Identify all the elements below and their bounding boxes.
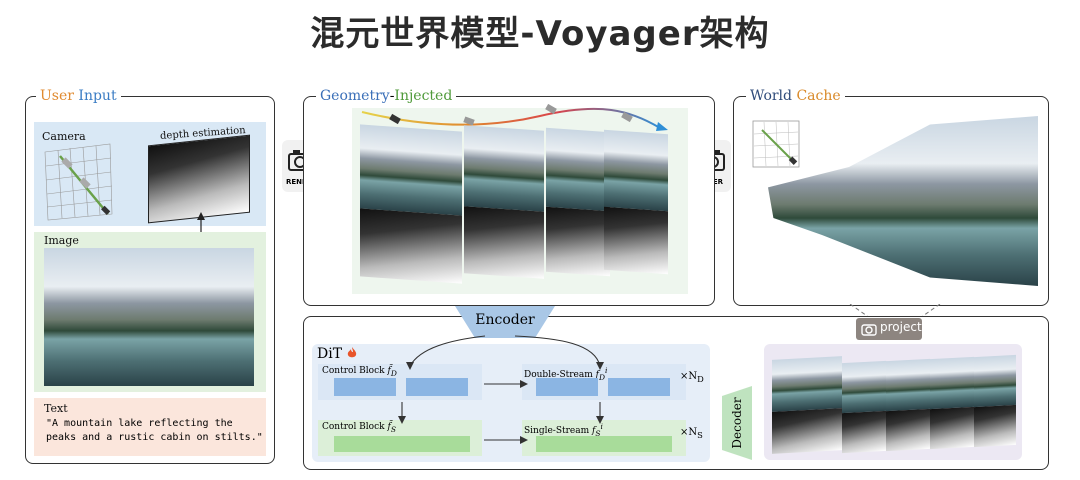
text-prompt-line-2: peaks and a rustic cabin on stilts." (46, 432, 263, 443)
control-block-top-label: Control Block f̃D (322, 366, 397, 378)
rendered-frame-1 (360, 124, 462, 284)
double-stream-symbol: f (595, 370, 599, 380)
world-cache-title: World Cache (746, 88, 845, 104)
decoder-label: Decoder (730, 397, 744, 449)
world-cache-title-world: World (750, 88, 797, 104)
dit-label: DiT (317, 346, 357, 362)
single-stream-sup: i (600, 422, 603, 431)
double-stream-sub: D (598, 372, 605, 382)
single-stream-sub: S (595, 428, 601, 438)
control-block-top-tensor-2 (406, 378, 468, 396)
output-frame-3 (886, 358, 930, 452)
rendered-frame-2 (464, 125, 544, 279)
control-block-bottom-sub: S (390, 424, 396, 434)
text-label: Text (44, 402, 68, 415)
decoder-block (722, 386, 752, 460)
text-section (34, 398, 266, 456)
world-cache-title-cache: Cache (796, 88, 841, 104)
single-stream-symbol: f (592, 426, 596, 436)
double-stream-tensor-2 (608, 378, 670, 396)
encoder-block (455, 306, 555, 338)
geometry-injected-title: Geometry-Injected (316, 88, 457, 104)
single-stream-tensor (536, 436, 672, 452)
user-input-title-input: Input (78, 88, 117, 104)
output-frame-2 (842, 360, 886, 454)
double-stream-sup: i (604, 366, 608, 375)
project-label: project (880, 320, 922, 334)
double-stream-text: Double-Stream (524, 370, 593, 380)
mountain-lake-photo (44, 248, 254, 386)
camera-trajectory-inset-icon (752, 120, 800, 168)
page-title: 混元世界模型-Voyager架构 (310, 14, 770, 54)
camera-trajectory-arrow (361, 104, 668, 131)
control-block-top-symbol: f̃ (387, 366, 391, 376)
depth-map-image (148, 134, 250, 224)
control-block-top-text: Control Block (322, 366, 385, 376)
control-block-top-sub: D (390, 368, 397, 378)
control-block-bottom-label: Control Block f̃S (322, 422, 396, 434)
control-block-bottom-text: Control Block (322, 422, 385, 432)
camera-icon (861, 324, 877, 336)
geometry-title-injected: Injected (394, 88, 453, 104)
single-stream-label: Single-Stream fSi (524, 422, 603, 438)
output-frame-5 (974, 354, 1016, 448)
text-prompt-line-1: "A mountain lake reflecting the (46, 418, 233, 429)
camera-label: Camera (42, 130, 86, 143)
user-input-title: User Input (36, 88, 121, 104)
control-block-bottom-tensor (334, 436, 470, 452)
multiplier-top: ×ND (680, 371, 704, 384)
camera-trajectory-icon (44, 143, 113, 221)
image-label: Image (44, 234, 79, 247)
output-frame-4 (930, 356, 974, 450)
user-input-title-user: User (40, 88, 79, 104)
rendered-frame-3 (546, 127, 610, 277)
rendered-frame-4 (604, 129, 668, 275)
double-stream-label: Double-Stream fDi (524, 366, 607, 382)
control-block-top-tensor-1 (334, 378, 396, 396)
geometry-title-geometry: Geometry (320, 88, 390, 104)
control-block-bottom-symbol: f̃ (387, 422, 391, 432)
encoder-label: Encoder (475, 312, 535, 328)
multiplier-bottom-sub: S (697, 430, 703, 440)
multiplier-bottom: ×NS (680, 427, 703, 440)
single-stream-text: Single-Stream (524, 426, 590, 436)
output-frame-1 (772, 356, 842, 454)
dit-flow-arrows (398, 335, 604, 444)
multiplier-top-text: ×N (680, 371, 698, 382)
multiplier-bottom-text: ×N (680, 427, 698, 438)
fire-icon (347, 347, 356, 358)
render-label-left: RENDER (286, 178, 319, 186)
geometry-title-sep: - (389, 88, 395, 104)
double-stream-tensor-1 (536, 378, 598, 396)
dit-label-text: DiT (317, 346, 343, 362)
multiplier-top-sub: D (697, 374, 704, 384)
